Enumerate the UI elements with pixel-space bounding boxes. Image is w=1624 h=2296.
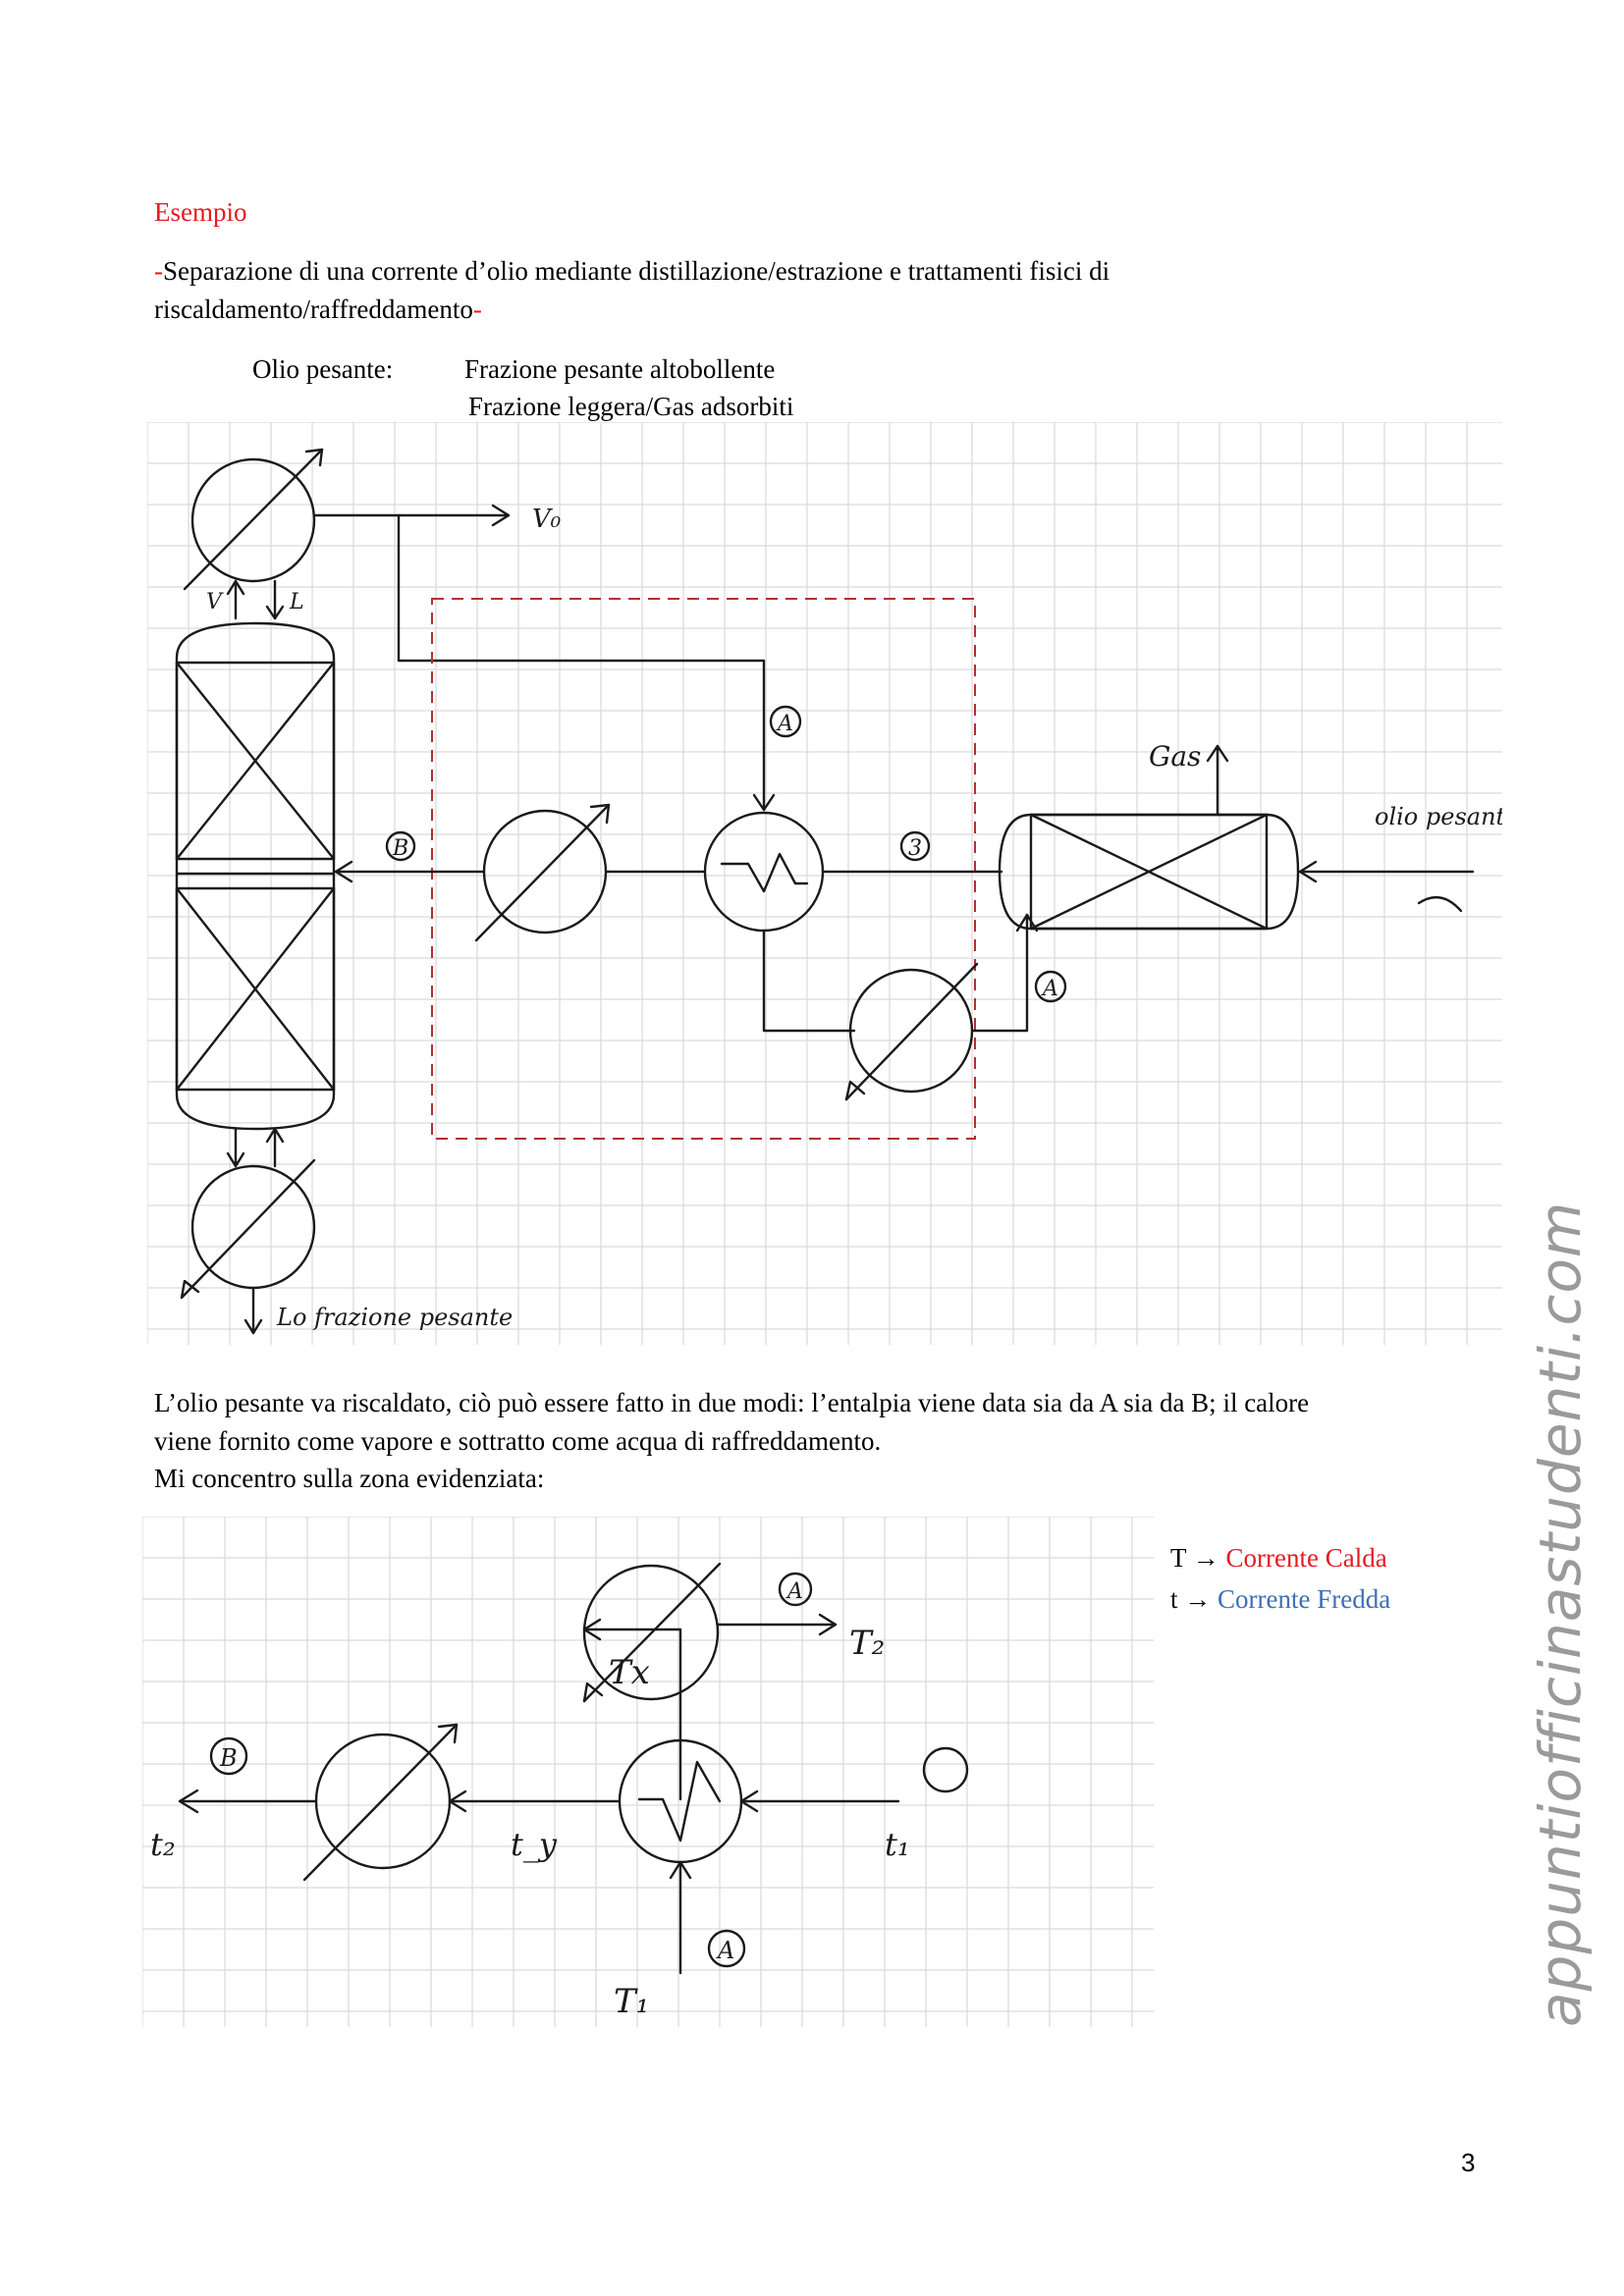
vapor-outlet-line [312, 504, 776, 812]
arrow-gas [1206, 744, 1229, 763]
condenser-top [183, 448, 324, 591]
label-tx: Tx [609, 1653, 650, 1692]
grid-background [147, 422, 1502, 1345]
watermark: appuntiofficinastudenti.com [1527, 1201, 1594, 2027]
feed-mark [1417, 895, 1463, 913]
label-t-1: t₁ [885, 1826, 910, 1863]
line-tx [582, 1628, 682, 1801]
legend-cold-symbol: t → [1170, 1584, 1212, 1614]
label-l: L [289, 590, 304, 614]
inlet-circle [922, 1746, 969, 1793]
legend-cold: t → Corrente Fredda [1170, 1580, 1390, 1618]
arrow-a-bottom [1015, 913, 1039, 933]
intro-dash-close: - [472, 294, 482, 324]
label-v: V [206, 590, 224, 614]
line-cooler-separator [970, 913, 1029, 1033]
label-t-y: t_y [511, 1826, 558, 1863]
line-exchanger-cooler [762, 929, 856, 1033]
intro-line-1: -Separazione di una corrente d’olio medi… [154, 252, 1110, 290]
label-v0: V₀ [532, 505, 562, 534]
olio-fraction-2: Frazione leggera/Gas adsorbiti [468, 392, 794, 421]
marker-a-bottom [1034, 970, 1067, 1003]
label-a-bottom-2: A [716, 1937, 734, 1964]
legend-hot-symbol: T → [1170, 1543, 1219, 1573]
label-t-2: t₂ [150, 1826, 176, 1863]
label-olio-pesante: olio pesante [1375, 803, 1502, 830]
heater-b [474, 803, 611, 942]
label-3: 3 [908, 836, 922, 861]
arrow-v [226, 579, 245, 596]
arrow-t1-hot [669, 1860, 692, 1880]
arrow-t-2 [178, 1789, 199, 1814]
zone-detail-diagram: A T₂ Tx t₁ t_y B t₂ A T₁ [142, 1517, 1154, 2027]
intro-text-2: riscaldamento/raffreddamento [154, 294, 473, 324]
paragraph-line-2: viene fornito come vapore e sottratto co… [154, 1426, 882, 1456]
section-heading: Esempio [154, 197, 247, 227]
label-frazione-pesante: Lo frazione pesante [276, 1304, 513, 1331]
process-diagram: V₀ V L B A 3 [147, 422, 1502, 1345]
paragraph-line-1: L’olio pesante va riscaldato, ciò può es… [154, 1388, 1310, 1417]
label-t1: T₁ [614, 1982, 649, 2021]
intro-line-2: riscaldamento/raffreddamento- [154, 291, 482, 328]
legend-cold-label: Corrente Fredda [1218, 1584, 1391, 1614]
legend-hot: T → Corrente Calda [1170, 1539, 1387, 1576]
arrow-reboiler-up [265, 1127, 285, 1144]
olio-label: Olio pesante: [252, 354, 394, 384]
arrow-l [265, 605, 285, 620]
label-gas: Gas [1149, 740, 1201, 773]
intro-text-1: Separazione di una corrente d’olio media… [163, 256, 1110, 286]
label-b-2: B [219, 1744, 238, 1772]
label-t2: T₂ [849, 1624, 885, 1663]
heat-exchanger [703, 811, 825, 933]
arrow-tx [582, 1618, 602, 1641]
distillation-column [175, 621, 336, 1131]
page-number: 3 [1461, 2148, 1476, 2177]
marker-b [385, 830, 416, 862]
label-a-bottom: A [1041, 977, 1058, 1001]
arrow-b [334, 860, 353, 883]
arrow-t1-cold [739, 1789, 759, 1813]
marker-b-2 [209, 1736, 248, 1776]
cooler-bottom [844, 962, 979, 1101]
olio-fraction-1: Frazione pesante altobollente [464, 354, 776, 384]
label-b: B [392, 836, 408, 861]
marker-a-top [769, 705, 802, 738]
highlighted-zone [431, 598, 976, 1140]
arrow-t2 [818, 1613, 838, 1636]
marker-3 [899, 830, 931, 862]
label-a-top-2: A [785, 1579, 803, 1604]
reboiler [180, 1158, 316, 1300]
paragraph-line-3: Mi concentro sulla zona evidenziata: [154, 1464, 545, 1493]
grid-background-2 [142, 1517, 1154, 2027]
intro-dash-open: - [154, 256, 163, 286]
marker-a-bottom-2 [707, 1929, 746, 1968]
arrow-olio-feed [1298, 860, 1318, 883]
arrow-bottoms [244, 1318, 263, 1335]
heater-b-2 [302, 1723, 459, 1882]
arrow-reboiler-down [226, 1151, 245, 1168]
cooler-a [582, 1562, 722, 1703]
label-a-top: A [776, 712, 793, 736]
marker-a-top-2 [778, 1572, 813, 1607]
extractor-vessel [998, 813, 1300, 931]
legend-hot-label: Corrente Calda [1225, 1543, 1387, 1573]
